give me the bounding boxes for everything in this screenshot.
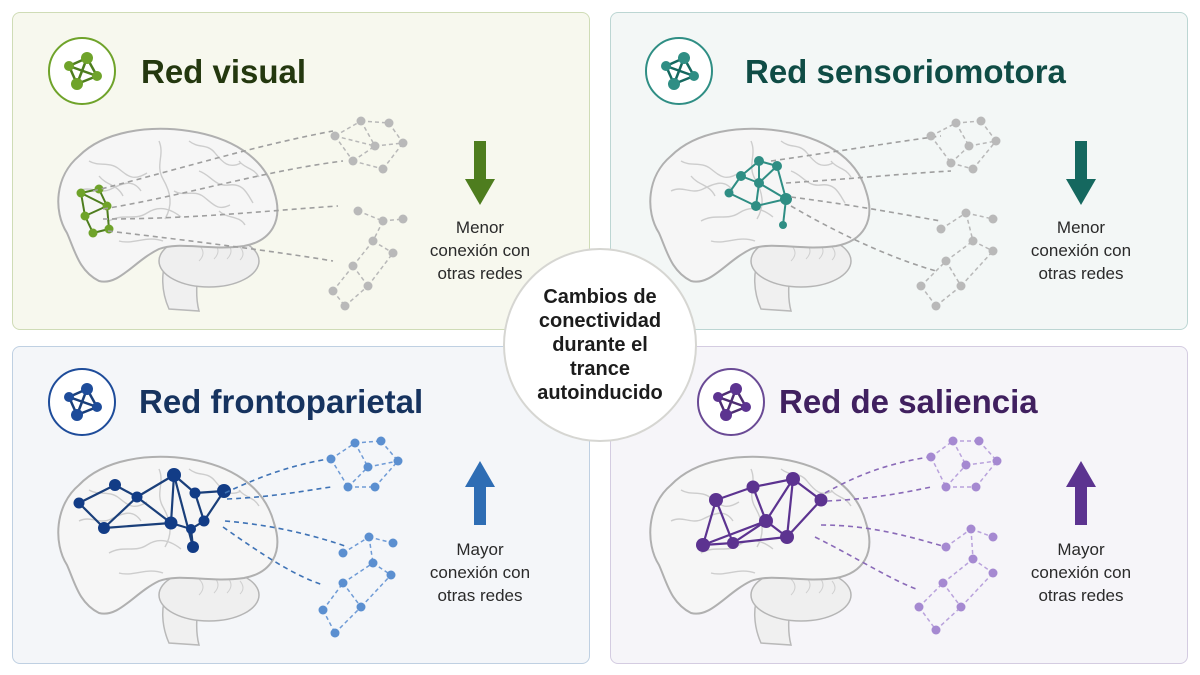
connectivity-caption: Menor conexión con otras redes <box>1030 218 1132 283</box>
connection-lines <box>814 436 1002 635</box>
panel-sensorimotor-network: Red sensoriomotora Menor conexión c <box>610 12 1188 330</box>
arrow-up-icon <box>1066 461 1096 525</box>
network-title: Red visual <box>141 53 307 90</box>
network-title: Red frontoparietal <box>139 383 424 420</box>
panel-salience-network: Red de saliencia Mayor conexión con ot <box>610 346 1188 664</box>
connection-lines <box>770 116 1001 311</box>
arrow-down-icon <box>1066 141 1096 205</box>
connection-lines <box>92 116 408 311</box>
panel-visual-network: Red visual Menor conexión co <box>12 12 590 330</box>
brain-illustration <box>57 455 279 646</box>
brain-illustration <box>57 127 279 312</box>
panel-frontoparietal-network: Red frontoparietal Mayor conexión con <box>12 346 590 664</box>
network-title: Red de saliencia <box>779 383 1038 420</box>
central-topic-circle: Cambios de conectividad durante el tranc… <box>503 248 697 442</box>
connection-lines <box>222 436 403 638</box>
brain-illustration <box>649 127 871 312</box>
network-title: Red sensoriomotora <box>745 53 1066 90</box>
central-topic-label: Cambios de conectividad durante el tranc… <box>537 286 663 404</box>
network-icon <box>48 37 116 105</box>
arrow-down-icon <box>465 141 495 205</box>
network-icon <box>645 37 713 105</box>
connectivity-caption: Mayor conexión con otras redes <box>1030 540 1132 605</box>
brain-illustration <box>649 455 871 646</box>
connectivity-caption: Menor conexión con otras redes <box>429 218 531 283</box>
network-icon <box>697 368 765 436</box>
arrow-up-icon <box>465 461 495 525</box>
connectivity-caption: Mayor conexión con otras redes <box>429 540 531 605</box>
network-icon <box>48 368 116 436</box>
